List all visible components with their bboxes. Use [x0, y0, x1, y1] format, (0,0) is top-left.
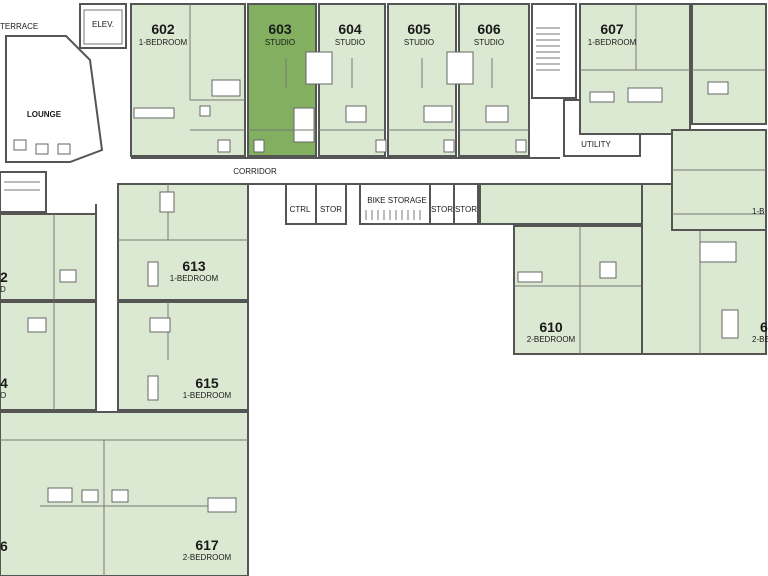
- unit-number-604: 604: [338, 21, 362, 37]
- unit-606[interactable]: [446, 3, 530, 157]
- partial-unit-type-left-b: O: [0, 391, 6, 400]
- unit-number-613: 613: [182, 258, 206, 274]
- stor-room-3[interactable]: [453, 183, 479, 225]
- unit-type-602: 1-BEDROOM: [139, 38, 188, 47]
- stair-left: [0, 171, 47, 213]
- unit-number-606: 606: [477, 21, 501, 37]
- unit-type-617: 2-BEDROOM: [183, 553, 232, 562]
- unit-type-606: STUDIO: [474, 38, 504, 47]
- unit-603[interactable]: [247, 3, 317, 157]
- unit-604[interactable]: [305, 3, 387, 157]
- unit-type-615: 1-BEDROOM: [183, 391, 232, 400]
- terrace-label: TERRACE: [0, 22, 38, 31]
- unit-number-607: 607: [600, 21, 624, 37]
- unit-602[interactable]: [130, 3, 246, 157]
- unit-613[interactable]: [117, 183, 249, 301]
- elevator-label: ELEV.: [92, 20, 114, 29]
- stor-label-3: STOR: [455, 205, 477, 214]
- corridor: [96, 157, 740, 185]
- unit-type-605: STUDIO: [404, 38, 434, 47]
- unit-type-604: STUDIO: [335, 38, 365, 47]
- partial-unit-number-left-c: 6: [0, 538, 8, 554]
- ctrl-label: CTRL: [290, 205, 311, 214]
- bike-storage-label: BIKE STORAGE: [367, 196, 426, 205]
- partial-unit-type-left-a: D: [0, 285, 6, 294]
- stor-label-1: STOR: [320, 205, 342, 214]
- unit-617[interactable]: [0, 411, 249, 576]
- unit-number-605: 605: [407, 21, 431, 37]
- bike-storage[interactable]: [359, 183, 431, 225]
- unit-number-602: 602: [151, 21, 175, 37]
- unit-605[interactable]: [387, 3, 457, 157]
- stor-label-2: STOR: [431, 205, 453, 214]
- stairwell: [531, 3, 577, 99]
- unit-type-613: 1-BEDROOM: [170, 274, 219, 283]
- unit-type-607: 1-BEDROOM: [588, 38, 637, 47]
- unit-number-615: 615: [195, 375, 219, 391]
- unit-607[interactable]: [579, 3, 691, 135]
- partial-unit-number-right-b: 6: [760, 319, 768, 335]
- partial-unit-number-left-a: 2: [0, 269, 8, 285]
- unit-right-middle[interactable]: [671, 129, 767, 231]
- stor-room-1[interactable]: [315, 183, 347, 225]
- partial-unit-type-right-b: 2-BE: [752, 335, 768, 344]
- unit-type-610: 2-BEDROOM: [527, 335, 576, 344]
- unit-number-617: 617: [195, 537, 219, 553]
- lounge[interactable]: [5, 35, 104, 163]
- unit-615[interactable]: [117, 301, 249, 411]
- lounge-label: LOUNGE: [27, 110, 62, 119]
- corridor-label: CORRIDOR: [233, 167, 277, 176]
- ctrl-room[interactable]: [285, 183, 317, 225]
- utility-label: UTILITY: [581, 140, 611, 149]
- elevator: [79, 3, 127, 49]
- utility-room: [563, 99, 641, 157]
- stor-room-2[interactable]: [429, 183, 455, 225]
- unit-type-603: STUDIO: [265, 38, 295, 47]
- partial-unit-number-left-b: 4: [0, 375, 8, 391]
- unit-number-610: 610: [539, 319, 563, 335]
- partial-unit-type-right-a: 1-B: [752, 207, 764, 216]
- unit-number-603: 603: [268, 21, 292, 37]
- unit-top-right[interactable]: [691, 3, 767, 125]
- vertical-corridor: [95, 184, 119, 440]
